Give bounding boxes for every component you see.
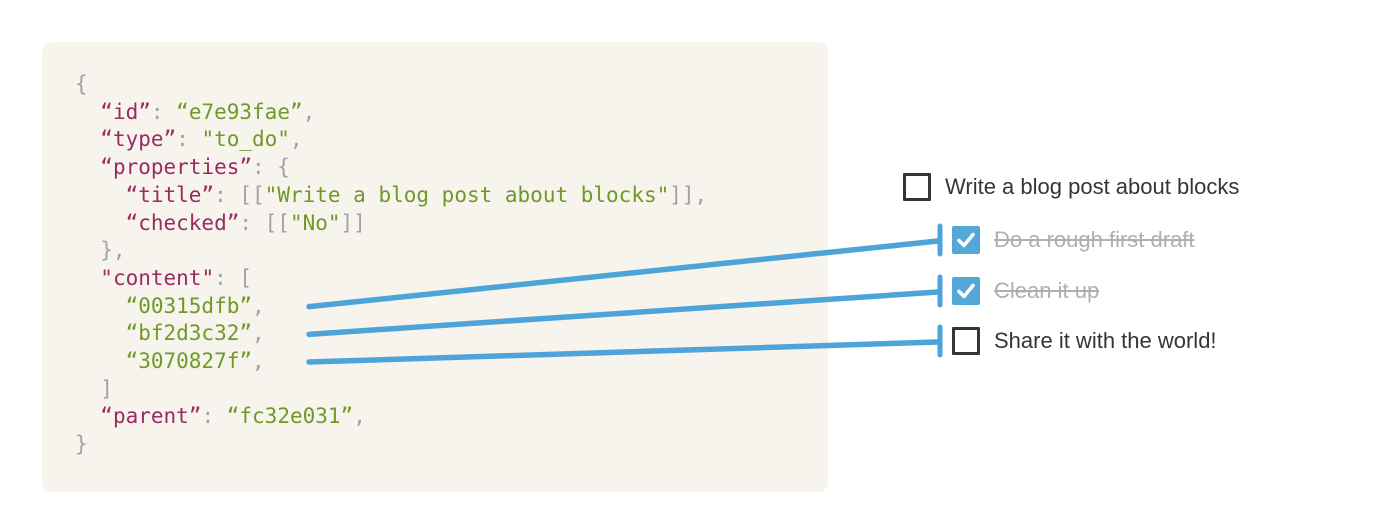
code-punct-token: : { bbox=[252, 155, 290, 180]
code-line-3: “type”: "to_do", bbox=[75, 126, 828, 154]
code-key-token: “id” bbox=[100, 99, 151, 124]
code-line-8: "content": [ bbox=[75, 265, 828, 293]
code-content-id-bf2d3c32: “bf2d3c32” bbox=[125, 321, 253, 346]
code-punct-token bbox=[75, 294, 126, 318]
code-punct-token bbox=[75, 404, 100, 428]
todo-item-label[interactable]: Share it with the world! bbox=[994, 328, 1217, 353]
code-line-2: “id”: “e7e93fae”, bbox=[75, 99, 828, 127]
code-punct-token bbox=[75, 127, 100, 151]
todo-item-label[interactable]: Do a rough first draft bbox=[994, 227, 1195, 252]
code-punct-token: ]], bbox=[669, 182, 708, 207]
code-punct-token: : [ bbox=[214, 265, 253, 290]
code-line-9: “00315dfb”, bbox=[75, 293, 828, 321]
code-punct-token: , bbox=[289, 127, 303, 152]
code-punct-token: ]] bbox=[340, 210, 366, 235]
code-content-id-00315dfb: “00315dfb” bbox=[125, 293, 253, 318]
code-punct-token bbox=[75, 266, 100, 290]
code-content: { “id”: “e7e93fae”, “type”: "to_do", “pr… bbox=[42, 42, 828, 459]
code-string-token: “e7e93fae” bbox=[176, 99, 303, 124]
checkbox-unchecked-icon[interactable] bbox=[952, 327, 980, 355]
checkbox-unchecked-icon[interactable] bbox=[903, 173, 931, 201]
code-line-11: “3070827f”, bbox=[75, 348, 828, 376]
code-punct-token: : bbox=[150, 99, 177, 124]
code-string-token: "Write a blog post about blocks" bbox=[264, 182, 670, 207]
code-punct-token: : bbox=[176, 127, 202, 152]
code-line-13: “parent”: “fc32e031”, bbox=[75, 403, 828, 431]
code-key-token: “checked” bbox=[125, 210, 240, 235]
code-key-token: "content" bbox=[100, 265, 215, 290]
code-line-12: ] bbox=[75, 376, 828, 404]
code-line-6: “checked”: [["No"]] bbox=[75, 210, 828, 238]
code-line-10: “bf2d3c32”, bbox=[75, 320, 828, 348]
code-punct-token bbox=[75, 321, 126, 345]
todo-item-1: Write a blog post about blocks bbox=[903, 173, 1239, 201]
code-punct-token: }, bbox=[75, 238, 126, 263]
code-key-token: “type” bbox=[100, 127, 177, 152]
code-punct-token: } bbox=[75, 432, 88, 457]
code-key-token: “properties” bbox=[100, 155, 253, 180]
todo-item-label[interactable]: Write a blog post about blocks bbox=[945, 174, 1240, 199]
code-string-token: "No" bbox=[289, 210, 341, 235]
code-punct-token bbox=[75, 211, 126, 235]
checkbox-checked-icon[interactable] bbox=[952, 277, 980, 305]
code-punct-token: , bbox=[353, 404, 366, 429]
json-code-block: { “id”: “e7e93fae”, “type”: "to_do", “pr… bbox=[42, 42, 828, 492]
code-line-7: }, bbox=[75, 237, 828, 265]
code-punct-token: , bbox=[302, 99, 316, 124]
code-line-14: } bbox=[75, 431, 828, 459]
code-punct-token bbox=[75, 100, 100, 124]
code-punct-token: , bbox=[252, 293, 265, 318]
code-string-token: “fc32e031” bbox=[226, 404, 354, 429]
checkbox-checked-icon[interactable] bbox=[952, 226, 980, 254]
code-punct-token: { bbox=[75, 72, 88, 96]
todo-item-3: Clean it up bbox=[952, 277, 1099, 305]
code-punct-token bbox=[75, 183, 126, 207]
code-punct-token: , bbox=[252, 321, 265, 346]
code-key-token: “parent” bbox=[100, 404, 202, 429]
code-punct-token: ] bbox=[75, 376, 113, 401]
code-key-token: “title” bbox=[125, 182, 215, 207]
todo-item-4: Share it with the world! bbox=[952, 327, 1217, 355]
code-punct-token: , bbox=[252, 349, 265, 374]
code-punct-token bbox=[75, 349, 126, 373]
code-line-5: “title”: [["Write a blog post about bloc… bbox=[75, 182, 828, 210]
code-content-id-3070827f: “3070827f” bbox=[125, 349, 253, 374]
code-punct-token bbox=[75, 155, 100, 179]
code-punct-token: : bbox=[201, 404, 227, 429]
code-punct-token: : [[ bbox=[214, 182, 265, 207]
code-string-token: "to_do" bbox=[201, 127, 290, 152]
code-line-4: “properties”: { bbox=[75, 154, 828, 182]
code-punct-token: : [[ bbox=[239, 210, 290, 235]
todo-item-2: Do a rough first draft bbox=[952, 226, 1195, 254]
code-line-1: { bbox=[75, 71, 828, 99]
todo-item-label[interactable]: Clean it up bbox=[994, 278, 1100, 303]
